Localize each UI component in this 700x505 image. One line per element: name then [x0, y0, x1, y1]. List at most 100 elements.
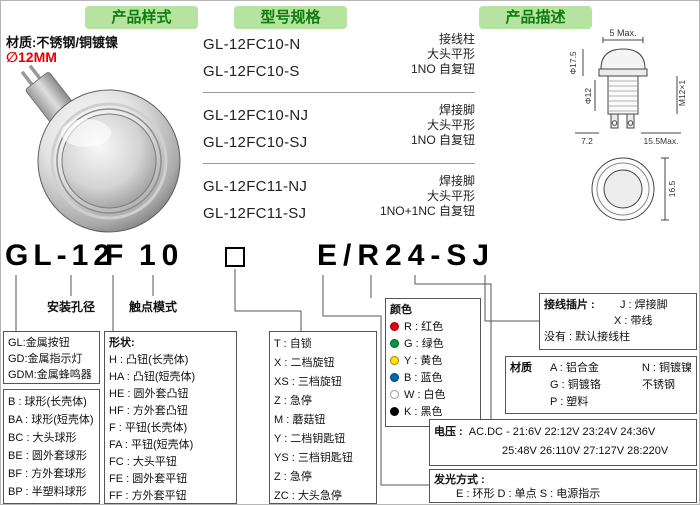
front-view-inner [603, 169, 643, 209]
model-number: GL-12FC10-S [203, 63, 300, 80]
part-number-shape: F [105, 239, 124, 272]
dim-thread-label: M12×1 [677, 80, 687, 106]
ball-shape-item: BE : 圆外套球形 [8, 450, 87, 462]
part-number-placeholder-square [225, 247, 245, 267]
box-functions: T : 自锁 X : 二档旋钮 XS : 三档旋钮 Z : 急停 M : 蘑菇钮… [269, 331, 377, 504]
model-desc: 1NO 自复钮 [410, 62, 475, 76]
model-number: GL-12FC11-SJ [203, 205, 307, 222]
box-colors: 颜色 R : 红色 G : 绿色 Y : 黄色 B : 蓝色 W : 白色 K … [385, 298, 481, 427]
model-desc: 接线柱 [438, 32, 475, 46]
material-option-ss: 不锈钢 [642, 379, 675, 391]
dim-base-right-label: 15.5Max. [644, 136, 679, 146]
color-dot-green [390, 339, 399, 348]
terminal-option-none: 没有 : 默认接线柱 [544, 331, 631, 343]
model-table: GL-12FC10-N GL-12FC10-S 接线柱 大头平形 1NO 自复钮… [203, 31, 475, 244]
material-option-n: N : 铜镀镍 [641, 362, 692, 374]
function-item: Z : 急停 [274, 395, 312, 407]
illumination-options: E : 环形 D : 单点 S : 电源指示 [456, 488, 601, 500]
callout-contact-mode: 触点模式 [129, 300, 178, 314]
color-item: W : 白色 [390, 387, 476, 404]
model-desc: 大头平形 [426, 118, 475, 132]
model-desc: 焊接脚 [438, 174, 475, 188]
shape-item: HF : 方外套凸钮 [109, 405, 188, 417]
box-shapes: 形状: H : 凸钮(长壳体) HA : 凸钮(短壳体) HE : 圆外套凸钮 … [104, 331, 237, 504]
side-view-thread [607, 75, 639, 115]
dim-head-label: Φ17.5 [568, 51, 578, 75]
part-number-prefix: GL-12 [5, 239, 116, 272]
material-option-a: A : 铝合金 [549, 362, 599, 374]
material-option-g: G : 铜镀铬 [550, 379, 601, 391]
shapes-label: 形状: [109, 337, 135, 349]
model-desc: 大头平形 [426, 47, 475, 61]
box-ball-shapes: B : 球形(长壳体) BA : 球形(短壳体) BC : 大头球形 BE : … [3, 389, 100, 504]
color-item: K : 黑色 [390, 404, 476, 421]
material-option-p: P : 塑料 [550, 396, 589, 408]
material-text: 材质:不锈钢/铜镀镍 [6, 35, 118, 50]
voltage-label: 电压 : [434, 426, 463, 438]
model-desc: 1NO+1NC 自复钮 [379, 204, 475, 218]
box-series: GL:金属按钮 GD:金属指示灯 GDM:金属蜂鸣器 [3, 331, 100, 384]
color-item-label: G : 绿色 [404, 338, 444, 350]
shape-item: HE : 圆外套凸钮 [109, 388, 189, 400]
dim-top-label: 5 Max. [609, 28, 636, 38]
function-item: Y : 二档钥匙钮 [274, 433, 346, 445]
function-item: T : 自锁 [274, 338, 312, 350]
function-item: M : 蘑菇钮 [274, 414, 326, 426]
model-number: GL-12FC10-NJ [203, 107, 309, 124]
color-item-label: W : 白色 [404, 389, 446, 401]
ball-shape-item: BF : 方外套球形 [8, 468, 87, 480]
model-number: GL-12FC10-SJ [203, 134, 308, 151]
function-item: Z : 急停 [274, 471, 312, 483]
header-product-style: 产品样式 [85, 6, 198, 29]
color-dot-blue [390, 373, 399, 382]
model-group-2: GL-12FC10-NJ GL-12FC10-SJ 焊接脚 大头平形 1NO 自… [203, 102, 475, 164]
box-illumination: 发光方式 : E : 环形 D : 单点 S : 电源指示 [429, 469, 697, 503]
header-product-desc: 产品描述 [479, 6, 592, 29]
color-item: R : 红色 [390, 319, 476, 336]
model-desc: 大头平形 [426, 189, 475, 203]
ball-shape-item: BA : 球形(短壳体) [8, 414, 94, 426]
side-view-dome [600, 48, 646, 70]
model-number: GL-12FC10-N [203, 36, 301, 53]
color-item: G : 绿色 [390, 336, 476, 353]
color-item-label: B : 蓝色 [404, 372, 443, 384]
color-item-label: R : 红色 [404, 321, 444, 333]
side-view-flange [598, 68, 648, 77]
color-dot-red [390, 322, 399, 331]
shape-item: FF : 方外套平钮 [109, 490, 187, 502]
box-material: 材质 A : 铝合金 N : 铜镀镍 G : 铜镀铬 不锈钢 P : 塑料 [505, 356, 697, 414]
model-desc: 焊接脚 [438, 103, 475, 117]
color-item: B : 蓝色 [390, 370, 476, 387]
color-item: Y : 黄色 [390, 353, 476, 370]
shape-item: HA : 凸钮(短壳体) [109, 371, 196, 383]
header-model-spec: 型号规格 [234, 6, 347, 29]
series-item: GL:金属按钮 [8, 337, 70, 349]
model-group-1: GL-12FC10-N GL-12FC10-S 接线柱 大头平形 1NO 自复钮 [203, 31, 475, 93]
ball-shape-item: BC : 大头球形 [8, 432, 77, 444]
callout-mounting-hole: 安装孔径 [47, 300, 96, 314]
ball-shape-item: BP : 半塑料球形 [8, 486, 87, 498]
voltage-line-1: AC.DC - 21:6V 22:12V 23:24V 24:36V [468, 426, 656, 438]
model-desc: 1NO 自复钮 [410, 133, 475, 147]
dimension-drawing: 5 Max. Φ17.5 Φ12 M12×1 7.2 15.5Max. [568, 28, 687, 221]
box-voltage: 电压 : AC.DC - 21:6V 22:12V 23:24V 24:36V … [429, 419, 697, 466]
model-group-3: GL-12FC11-NJ GL-12FC11-SJ 焊接脚 大头平形 1NO+1… [203, 173, 475, 235]
box-terminal: 接线插片 : J : 焊接脚 X : 带线 没有 : 默认接线柱 [539, 293, 697, 350]
model-number: GL-12FC11-NJ [203, 178, 308, 195]
shape-item: FC : 大头平钮 [109, 456, 177, 468]
illumination-label: 发光方式 : [434, 474, 485, 486]
part-number-contact: 10 [139, 239, 185, 272]
function-item: X : 二档旋钮 [274, 357, 335, 369]
terminal-option-x: X : 带线 [614, 315, 653, 327]
series-item: GDM:金属蜂鸣器 [8, 369, 92, 381]
shape-item: H : 凸钮(长壳体) [109, 354, 189, 366]
diameter-text: ∅12MM [6, 49, 57, 65]
series-item: GD:金属指示灯 [8, 353, 83, 365]
colors-label: 颜色 [390, 304, 412, 316]
part-number-suffix: E/R24-SJ [317, 239, 496, 272]
ball-shape-item: B : 球形(长壳体) [8, 396, 87, 408]
color-dot-black [390, 407, 399, 416]
dim-shank-label: Φ12 [583, 88, 593, 105]
terminal-label: 接线插片 : [544, 299, 595, 311]
